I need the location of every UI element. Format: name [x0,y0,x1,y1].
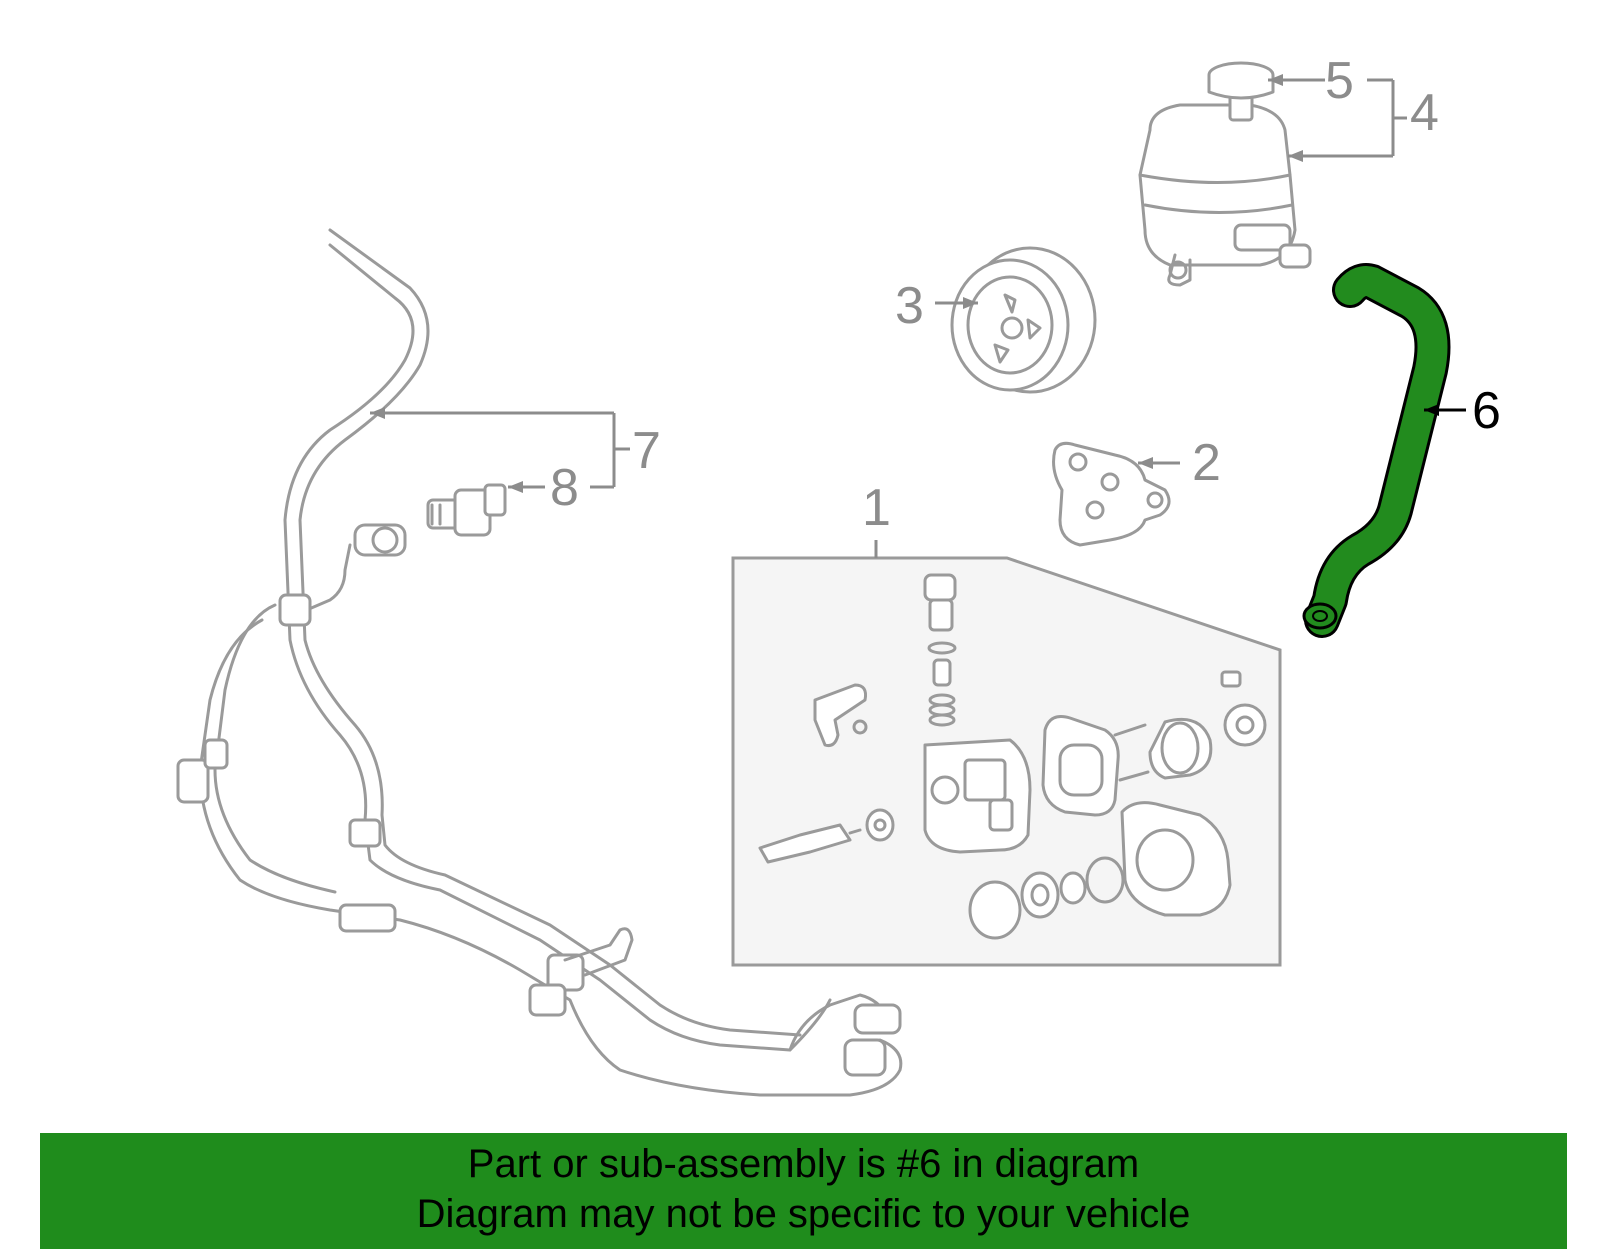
part-4-reservoir[interactable] [1138,103,1312,287]
part-1-pump-assembly-inset[interactable] [731,540,1282,967]
part-3-pulley[interactable] [950,246,1097,394]
part-5-reservoir-cap[interactable] [1207,61,1275,122]
leader-lines [370,74,1466,493]
banner-line-part-number: Part or sub-assembly is #6 in diagram [467,1142,1140,1186]
info-banner: Part or sub-assembly is #6 in diagram Di… [40,1133,1567,1249]
power-steering-parts-diagram: 1 2 3 4 5 6 7 8 [176,52,1501,1097]
part-8-pressure-switch[interactable] [426,483,507,537]
part-2-bracket[interactable] [1052,441,1171,547]
callout-5: 5 [1325,52,1354,110]
callout-6: 6 [1472,382,1501,440]
callout-7: 7 [632,422,661,480]
part-7-hose-assembly[interactable] [176,228,903,1097]
callout-4: 4 [1410,84,1439,142]
callout-8: 8 [550,459,579,517]
callout-1: 1 [862,479,891,537]
callout-2: 2 [1192,434,1221,492]
banner-line-disclaimer: Diagram may not be specific to your vehi… [416,1192,1191,1236]
part-6-return-hose-highlighted[interactable] [1302,263,1451,638]
callout-3: 3 [895,277,924,335]
